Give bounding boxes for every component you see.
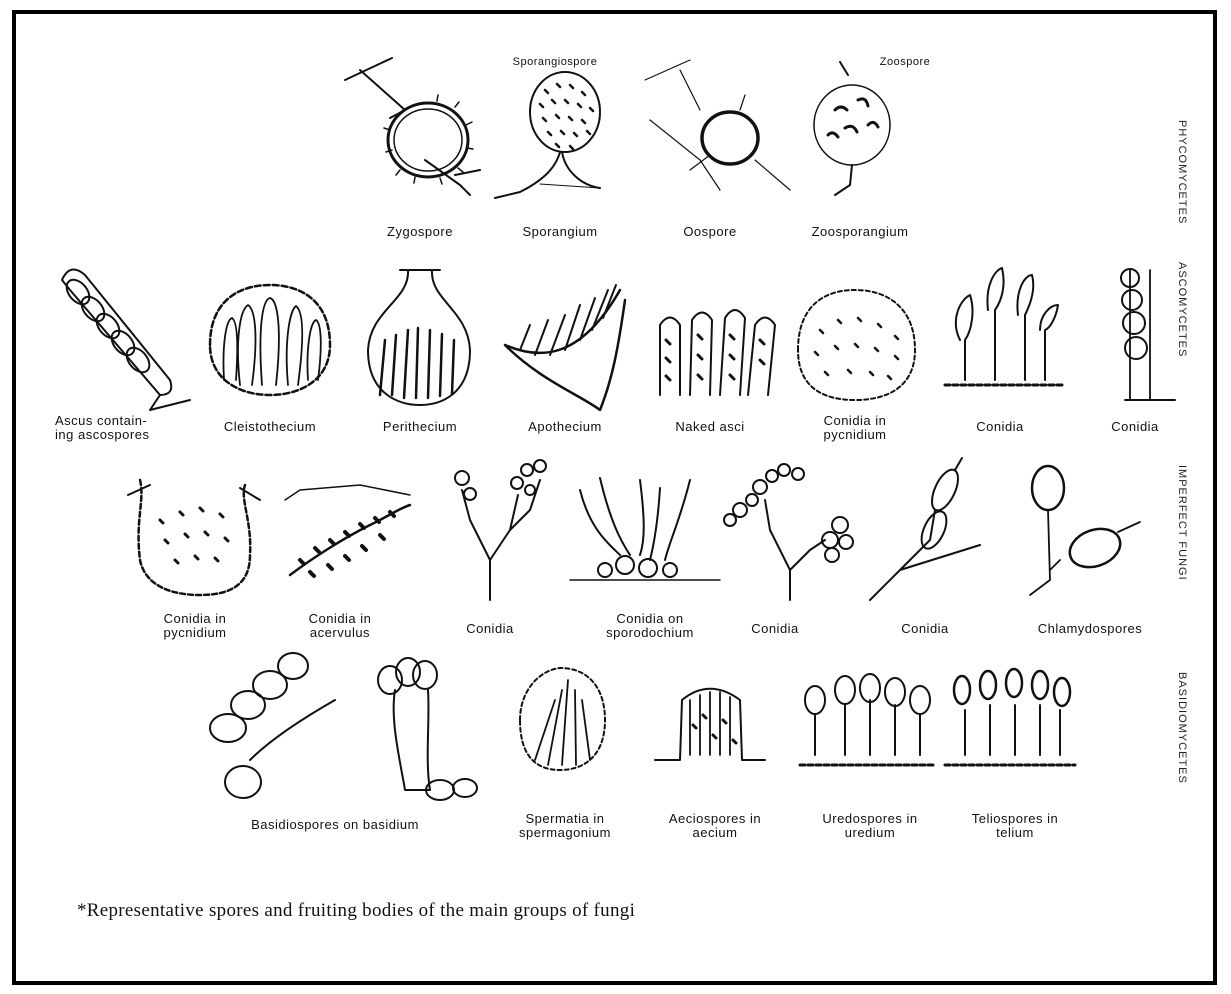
conidia-drawing-1	[945, 268, 1065, 385]
basidium-drawing	[378, 658, 477, 800]
label-sporangium: Sporangium	[505, 225, 615, 239]
label-oospore: Oospore	[665, 225, 755, 239]
label-conidia-3: Conidia	[445, 622, 535, 636]
telium-drawing	[945, 669, 1075, 765]
acervulus-drawing	[285, 485, 410, 576]
label-ascus: Ascus contain- ing ascospores	[55, 414, 195, 442]
zygospore-drawing	[345, 58, 480, 195]
conidia-drawing-2	[1121, 269, 1175, 400]
spermagonium-drawing	[520, 668, 605, 770]
label-cleistothecium: Cleistothecium	[205, 420, 335, 434]
side-label-basidiomycetes: BASIDIOMYCETES	[1176, 672, 1188, 784]
conidia-drawing-4	[724, 464, 853, 600]
conidia-drawing-3	[455, 460, 546, 600]
side-label-imperfect-fungi: IMPERFECT FUNGI	[1176, 465, 1188, 581]
label-chlamydospores: Chlamydospores	[1015, 622, 1165, 636]
label-zoosporangium: Zoosporangium	[790, 225, 930, 239]
perithecium-drawing	[368, 270, 470, 405]
annotation-zoospore: Zoospore	[860, 55, 950, 69]
label-conidia-1: Conidia	[950, 420, 1050, 434]
cleistothecium-drawing	[210, 285, 330, 395]
label-conidia-in-pycnidium-1: Conidia in pycnidium	[790, 414, 920, 442]
label-conidia-4: Conidia	[730, 622, 820, 636]
pycnidium-drawing-2	[128, 480, 260, 595]
label-spermatia: Spermatia in spermagonium	[495, 812, 635, 840]
label-basidiospores-on-basidium: Basidiospores on basidium	[205, 818, 465, 832]
ascus-drawing	[62, 270, 190, 410]
label-conidia-in-acervulus: Conidia in acervulus	[280, 612, 400, 640]
label-naked-asci: Naked asci	[650, 420, 770, 434]
label-uredospores: Uredospores in uredium	[795, 812, 945, 840]
sporodochium-drawing	[570, 478, 720, 580]
figure-caption: *Representative spores and fruiting bodi…	[77, 900, 635, 922]
apothecium-drawing	[505, 285, 625, 410]
chlamydospores-drawing	[1030, 466, 1140, 595]
side-label-phycomycetes: PHYCOMYCETES	[1176, 120, 1188, 224]
conidia-drawing-5	[870, 458, 980, 600]
label-perithecium: Perithecium	[360, 420, 480, 434]
naked-asci-drawing	[660, 310, 775, 395]
sporangium-drawing	[495, 72, 600, 198]
annotation-sporangiospore: Sporangiospore	[495, 55, 615, 69]
label-conidia-2: Conidia	[1095, 420, 1175, 434]
oospore-drawing	[645, 60, 790, 190]
pycnidium-drawing-1	[798, 290, 915, 400]
aecium-drawing	[655, 689, 765, 760]
label-apothecium: Apothecium	[505, 420, 625, 434]
side-label-ascomycetes: ASCOMYCETES	[1176, 262, 1188, 357]
label-zygospore: Zygospore	[370, 225, 470, 239]
uredium-drawing	[800, 674, 935, 765]
label-conidia-5: Conidia	[875, 622, 975, 636]
label-conidia-in-pycnidium-2: Conidia in pycnidium	[125, 612, 265, 640]
label-conidia-on-sporodochium: Conidia on sporodochium	[580, 612, 720, 640]
label-aeciospores: Aeciospores in aecium	[645, 812, 785, 840]
zoosporangium-drawing	[814, 62, 890, 195]
basidiospores-drawing-1	[210, 653, 335, 798]
label-teliospores: Teliospores in telium	[945, 812, 1085, 840]
